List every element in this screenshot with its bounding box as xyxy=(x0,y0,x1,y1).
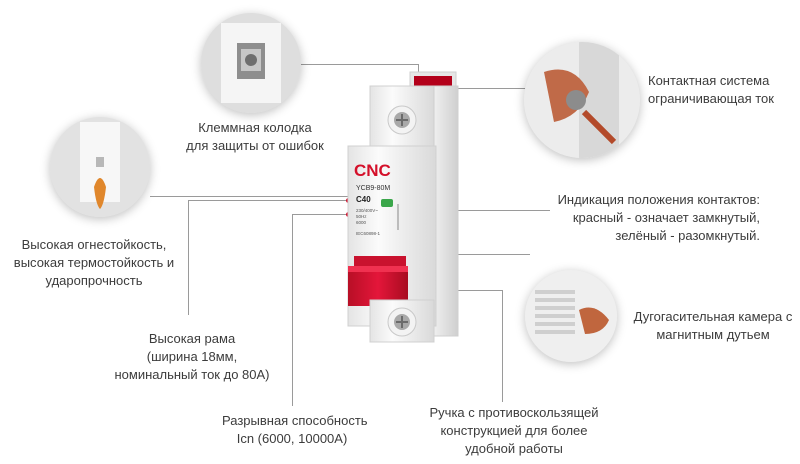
fire-resistance-label: Высокая огнестойкость, высокая термостой… xyxy=(13,237,175,288)
handle-label: Ручка с противоскользящей конструкцией д… xyxy=(429,405,599,456)
terminal-photo-circle xyxy=(201,13,301,113)
connector-fire xyxy=(150,196,350,197)
contact-system-label: Контактная система ограничивающая ток xyxy=(648,73,774,106)
connector-handle-v xyxy=(502,290,503,402)
connector-breaking-v xyxy=(292,214,293,406)
arc-chamber-photo-circle xyxy=(525,270,617,362)
spec-text: 230/400V~ xyxy=(356,208,378,213)
breaking-capacity-label: Разрывная способность Icn (6000, 10000А) xyxy=(222,413,368,446)
connector-terminal xyxy=(254,64,418,65)
arc-chamber-label: Дугогасительная камера с магнитным дутье… xyxy=(633,309,793,342)
connector-breaking-h xyxy=(292,214,348,215)
spec-text: 50Hz xyxy=(356,214,367,219)
connector-indication xyxy=(440,210,550,211)
spec-text: IEC60898-1 xyxy=(356,231,381,236)
terminal-label: Клеммная колодка для защиты от ошибок xyxy=(186,120,324,153)
circuit-breaker-image: CNC YCB9-80M C40 230/400V~ 50Hz 6000 IEC… xyxy=(347,71,459,343)
model-text: YCB9-80M xyxy=(356,185,390,192)
connector-frame-v xyxy=(188,200,189,315)
connector-arc xyxy=(440,254,530,255)
rating-text: C40 xyxy=(356,195,371,204)
indication-label: Индикация положения контактов: красный -… xyxy=(557,192,760,243)
fire-resistance-photo-circle xyxy=(50,117,150,217)
brand-logo: CNC xyxy=(354,161,391,180)
spec-text: 6000 xyxy=(356,220,367,225)
connector-contact xyxy=(440,88,530,89)
contact-system-photo-circle xyxy=(524,42,640,158)
frame-label: Высокая рама (ширина 18мм, номинальный т… xyxy=(114,331,270,382)
connector-frame-h xyxy=(188,200,348,201)
